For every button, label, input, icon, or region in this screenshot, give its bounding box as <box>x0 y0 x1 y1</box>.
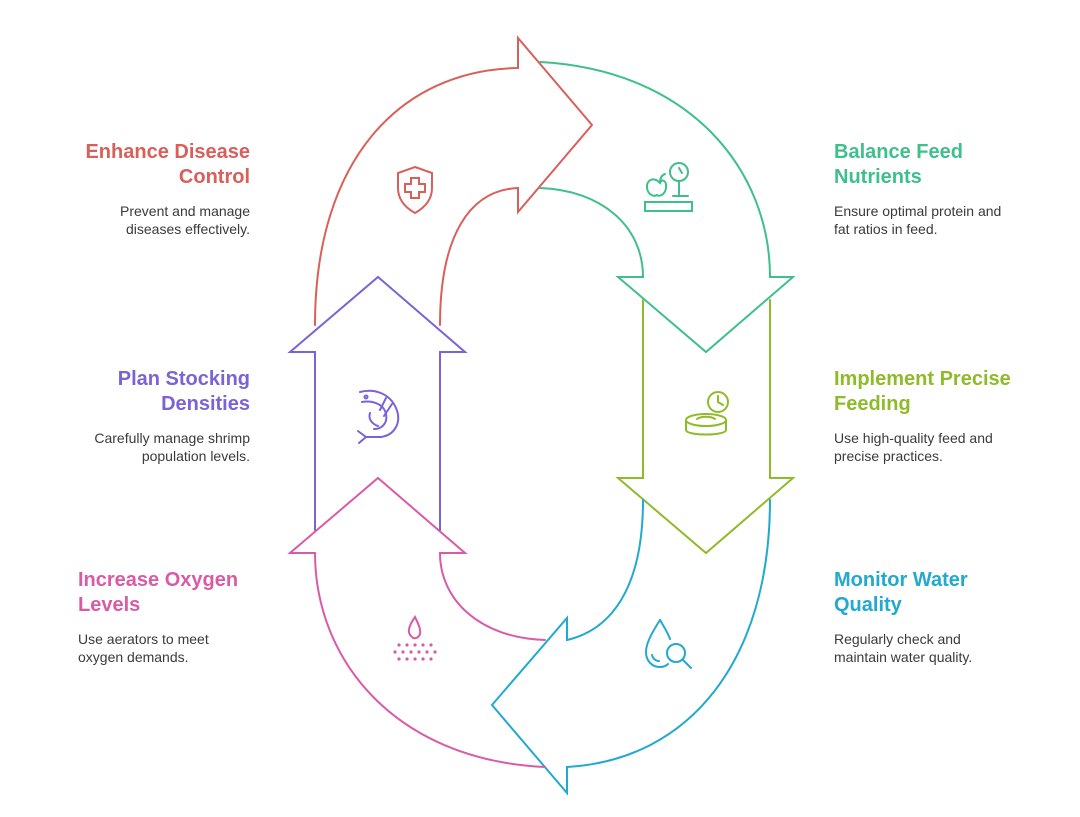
step-title: Plan Stocking Densities <box>10 367 250 417</box>
step-title: Implement Precise Feeding <box>834 367 1074 417</box>
step-title: Monitor Water Quality <box>834 568 1074 618</box>
shrimp-icon <box>357 389 400 444</box>
step-oxygen-levels: Increase Oxygen Levels Use aerators to m… <box>78 568 318 666</box>
feed-bowl-clock-icon <box>685 391 729 436</box>
desc-line-1: Use aerators to meet <box>78 631 209 647</box>
step-title: Balance Feed Nutrients <box>834 140 1074 190</box>
step-feed-nutrients: Balance Feed Nutrients Ensure optimal pr… <box>834 140 1074 238</box>
aerator-drop-icon <box>393 615 437 661</box>
title-line-2: Densities <box>161 393 250 415</box>
desc-line-1: Use high-quality feed and <box>834 430 993 446</box>
desc-line-2: maintain water quality. <box>834 649 973 665</box>
step-precise-feeding: Implement Precise Feeding Use high-quali… <box>834 367 1074 465</box>
title-line-2: Levels <box>78 594 141 616</box>
scale-apple-icon <box>644 162 693 212</box>
title-line-2: Control <box>178 166 250 188</box>
title-line-1: Plan Stocking <box>117 368 250 390</box>
desc-line-1: Ensure optimal protein and <box>834 203 1002 219</box>
title-line-1: Monitor Water <box>834 569 968 591</box>
step-description: Carefully manage shrimp population level… <box>10 429 250 465</box>
step-stocking-densities: Plan Stocking Densities Carefully manage… <box>10 367 250 465</box>
step-description: Prevent and manage diseases effectively. <box>10 202 250 238</box>
title-line-2: Feeding <box>834 393 911 415</box>
step-description: Regularly check and maintain water quali… <box>834 630 1074 666</box>
title-line-2: Quality <box>834 594 902 616</box>
desc-line-2: diseases effectively. <box>126 221 250 237</box>
title-line-1: Increase Oxygen <box>78 569 239 591</box>
desc-line-1: Prevent and manage <box>120 203 250 219</box>
arrow-stocking-densities <box>287 275 468 531</box>
desc-line-2: population levels. <box>141 448 250 464</box>
arrow-disease-control <box>314 35 594 326</box>
water-drop-search-icon <box>644 619 692 669</box>
arrow-water-quality <box>490 499 771 796</box>
step-title: Increase Oxygen Levels <box>78 568 318 618</box>
shield-plus-icon <box>397 165 433 215</box>
title-line-1: Implement Precise <box>834 368 1011 390</box>
title-line-1: Enhance Disease <box>85 141 250 163</box>
step-disease-control: Enhance Disease Control Prevent and mana… <box>10 140 250 238</box>
desc-line-2: fat ratios in feed. <box>834 221 938 237</box>
title-line-1: Balance Feed <box>834 141 963 163</box>
arrow-precise-feeding <box>615 299 796 555</box>
step-title: Enhance Disease Control <box>10 140 250 190</box>
desc-line-2: oxygen demands. <box>78 649 189 665</box>
title-line-2: Nutrients <box>834 166 922 188</box>
desc-line-1: Regularly check and <box>834 631 961 647</box>
arrow-feed-nutrients <box>539 61 796 354</box>
step-water-quality: Monitor Water Quality Regularly check an… <box>834 568 1074 666</box>
desc-line-1: Carefully manage shrimp <box>94 430 250 446</box>
step-description: Use aerators to meet oxygen demands. <box>78 630 318 666</box>
arrow-oxygen-levels <box>287 476 546 768</box>
desc-line-2: precise practices. <box>834 448 943 464</box>
step-description: Use high-quality feed and precise practi… <box>834 429 1074 465</box>
step-description: Ensure optimal protein and fat ratios in… <box>834 202 1074 238</box>
